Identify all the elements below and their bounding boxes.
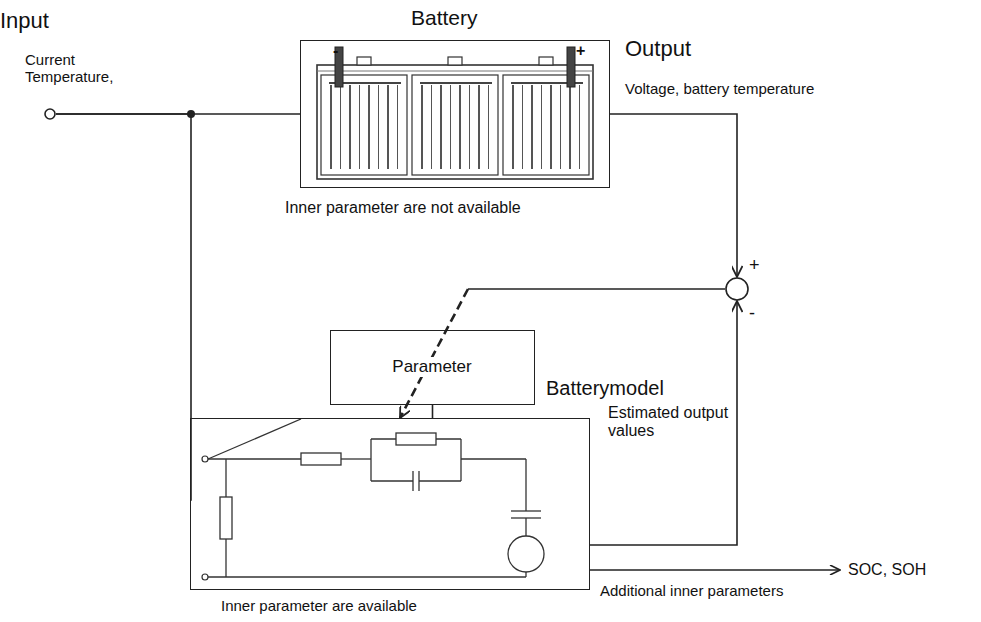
battery-note: Inner parameter are not available	[285, 199, 521, 217]
electrode-plate	[531, 85, 533, 169]
estimated-output-label: Estimated output values	[608, 404, 738, 441]
model-heading: Batterymodel	[546, 377, 664, 400]
summing-junction: +-	[725, 277, 749, 301]
cell-compartment	[321, 75, 407, 175]
electrode-plate	[450, 85, 451, 169]
circuit-wire	[341, 458, 371, 459]
additional-parameters-label: Additional inner parameters	[600, 582, 783, 599]
circuit-wire	[525, 572, 526, 577]
connector	[432, 405, 433, 418]
summing-circle-symbol	[725, 277, 749, 301]
input-signals: Current Temperature,	[25, 51, 125, 86]
circuit-wire	[461, 458, 526, 459]
connector-line	[590, 301, 737, 545]
soc-soh-label: SOC, SOH	[848, 561, 926, 579]
circuit-wire	[225, 539, 226, 577]
circuit-wire	[208, 419, 301, 459]
electrode-plate	[541, 85, 542, 169]
electrode-plate	[330, 85, 332, 169]
output-arrow	[590, 569, 840, 571]
circuit-wire	[525, 459, 526, 511]
minus-sign: -	[749, 303, 755, 324]
plate-strap	[420, 82, 492, 84]
output-heading: Output	[625, 36, 691, 61]
vent-cap	[357, 57, 371, 65]
connector	[590, 301, 737, 545]
vent-cap	[448, 57, 462, 65]
summing-circle	[726, 278, 748, 300]
electrode-plate	[397, 85, 398, 169]
connector	[610, 114, 737, 277]
circuit-terminal	[202, 456, 208, 462]
terminal-minus: -	[333, 42, 338, 60]
electrode-plate	[488, 85, 489, 169]
electrode-plate	[459, 85, 461, 169]
input-heading: Input	[0, 8, 49, 33]
electrode-plate	[512, 85, 514, 169]
parameter-box: Parameter	[330, 330, 535, 405]
circuit-wire	[208, 576, 526, 577]
battery-model-box: BatterymodelInner parameter are availabl…	[190, 418, 590, 590]
electrode-plate	[349, 85, 351, 169]
vent-cap	[539, 57, 553, 65]
connector-line	[610, 114, 737, 277]
electrode-plate	[359, 85, 360, 169]
electrode-plate	[421, 85, 423, 169]
capacitor-plate	[511, 510, 541, 511]
electrode-plate	[478, 85, 480, 169]
electrode-plate	[569, 85, 571, 169]
output-signals: Voltage, battery temperature	[625, 80, 814, 97]
series-resistor	[301, 453, 341, 465]
capacitor-plate	[412, 471, 413, 491]
electrode-plate	[579, 85, 580, 169]
electrode-plate	[550, 85, 552, 169]
electrode-plate	[378, 85, 379, 169]
circuit-wire	[525, 518, 526, 536]
circuit-wire	[371, 480, 413, 481]
electrode-plate	[440, 85, 442, 169]
connector-line	[432, 405, 434, 418]
parameter-label: Parameter	[389, 357, 474, 377]
model-note: Inner parameter are available	[221, 597, 417, 614]
battery-heading: Battery	[411, 6, 478, 30]
circuit-terminal	[202, 574, 208, 580]
electrode-plate	[340, 85, 341, 169]
electrode-plate	[560, 85, 561, 169]
voltage-source	[508, 536, 544, 572]
circuit-wire	[460, 439, 461, 481]
rc-resistor	[396, 433, 436, 445]
terminal-circle	[45, 109, 55, 119]
terminal-symbol	[44, 108, 56, 120]
battery-illustration	[301, 41, 608, 186]
circuit-wire	[370, 439, 371, 481]
electrode-plate	[431, 85, 432, 169]
electrolyte-level	[317, 71, 593, 72]
plus-sign: +	[749, 255, 760, 276]
connector	[56, 114, 191, 500]
shunt-resistor	[220, 497, 232, 539]
positive-terminal	[567, 47, 575, 87]
input-terminal: InputCurrent Temperature,	[44, 108, 56, 120]
cell-compartment	[503, 75, 589, 175]
electrode-plate	[387, 85, 389, 169]
equivalent-circuit	[191, 419, 588, 588]
cell-compartment	[412, 75, 498, 175]
electrode-plate	[522, 85, 523, 169]
battery-box: BatteryInner parameter are not available	[300, 40, 610, 188]
circuit-wire	[419, 480, 461, 481]
parameter-adjust-line	[400, 289, 468, 418]
connector	[400, 289, 725, 418]
electrode-plate	[469, 85, 470, 169]
circuit-wire	[225, 459, 226, 497]
circuit-wire	[208, 458, 301, 459]
feedback-line	[468, 288, 725, 290]
electrode-plate	[368, 85, 370, 169]
terminal-plus: +	[576, 42, 585, 60]
battery-casing	[317, 65, 593, 179]
connector-line	[56, 114, 191, 500]
